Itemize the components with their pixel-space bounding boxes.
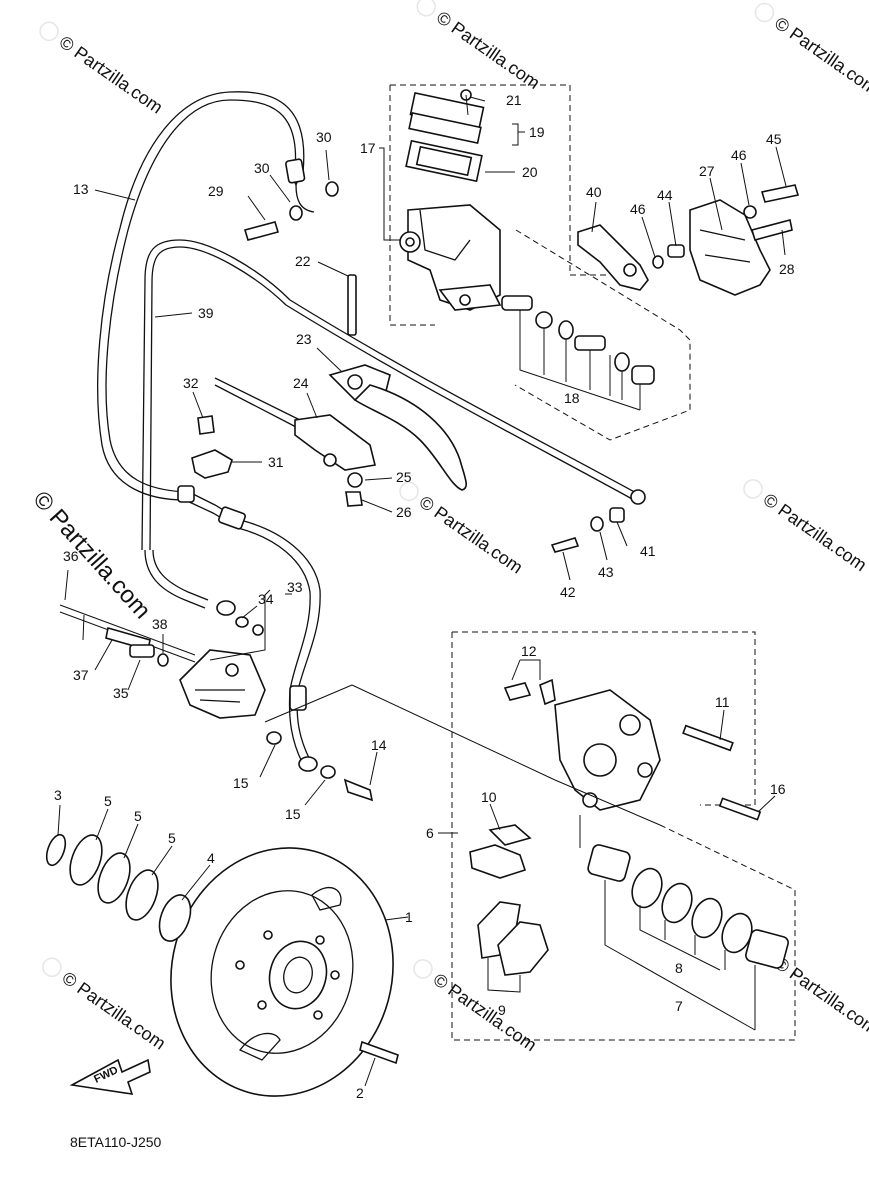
callout-18: 18 xyxy=(564,390,580,406)
callout-4: 4 xyxy=(207,850,215,866)
callout-46b: 46 xyxy=(630,201,646,217)
callout-30b: 30 xyxy=(316,129,332,145)
callout-35: 35 xyxy=(113,685,129,701)
figure-code: 8ETA110-J250 xyxy=(70,1134,162,1150)
washer-30a xyxy=(289,205,303,221)
brake-hose-13 xyxy=(97,91,315,501)
callout-42: 42 xyxy=(560,584,576,600)
watermark-text: © Partzilla.com xyxy=(760,489,869,575)
watermark-text: © Partzilla.com xyxy=(58,968,169,1054)
washer-15a xyxy=(266,731,282,745)
watermark-text: © Partzilla.com xyxy=(56,32,167,118)
washer-15b xyxy=(320,765,336,779)
callout-30a: 30 xyxy=(254,160,270,176)
bracket-27 xyxy=(577,184,800,296)
callout-8: 8 xyxy=(675,960,683,976)
collar-41 xyxy=(609,507,625,523)
callout-41: 41 xyxy=(640,543,656,559)
callout-27: 27 xyxy=(699,163,715,179)
callout-31: 31 xyxy=(268,454,284,470)
callout-39: 39 xyxy=(198,305,214,321)
front-caliper-group xyxy=(451,631,796,1041)
watermark-text: © Partzilla.com xyxy=(433,7,544,93)
callout-44: 44 xyxy=(657,187,673,203)
cable-39 xyxy=(141,239,646,609)
brake-disc-1 xyxy=(170,847,394,1097)
seal-4 xyxy=(158,894,192,942)
brake-hose-lower xyxy=(177,485,321,772)
callout-32: 32 xyxy=(183,375,199,391)
piston-kit-18 xyxy=(501,295,655,411)
circlip-3 xyxy=(45,833,67,867)
callout-12: 12 xyxy=(521,643,537,659)
callout-6: 6 xyxy=(426,825,434,841)
callout-14: 14 xyxy=(371,737,387,753)
callout-15a: 15 xyxy=(233,775,249,791)
callout-7: 7 xyxy=(675,998,683,1014)
callout-34: 34 xyxy=(258,591,274,607)
watermark-text: © Partzilla.com xyxy=(771,953,869,1039)
washer-43 xyxy=(590,516,604,532)
callout-5c: 5 xyxy=(168,830,176,846)
callout-26: 26 xyxy=(396,504,412,520)
callout-16: 16 xyxy=(770,781,786,797)
callout-1: 1 xyxy=(405,909,413,925)
bolt-42 xyxy=(550,537,580,553)
callout-21: 21 xyxy=(506,92,522,108)
bolt-14 xyxy=(343,778,374,802)
callout-15b: 15 xyxy=(285,806,301,822)
callout-25: 25 xyxy=(396,469,412,485)
callout-17: 17 xyxy=(360,140,376,156)
callout-36: 36 xyxy=(63,548,79,564)
callout-2: 2 xyxy=(356,1085,364,1101)
ring-5c xyxy=(125,869,159,921)
callout-5b: 5 xyxy=(134,808,142,824)
callout-19: 19 xyxy=(529,124,545,140)
callout-40: 40 xyxy=(586,184,602,200)
callout-22: 22 xyxy=(295,253,311,269)
master-cylinder-group xyxy=(389,84,691,441)
callout-labels: 1 2 3 4 5 5 5 6 7 8 9 10 11 12 13 14 15 … xyxy=(54,92,795,1101)
callout-24: 24 xyxy=(293,375,309,391)
callout-9: 9 xyxy=(498,1002,506,1018)
watermark-text: © Partzilla.com xyxy=(771,13,869,99)
callout-43: 43 xyxy=(598,564,614,580)
leader-lines xyxy=(57,96,787,1087)
callout-10: 10 xyxy=(481,789,497,805)
callout-29: 29 xyxy=(208,183,224,199)
callout-45: 45 xyxy=(766,131,782,147)
bolt-29 xyxy=(243,221,280,241)
watermark-text: © Partzilla.com xyxy=(430,969,541,1055)
fwd-arrow: FWD xyxy=(69,1058,151,1095)
callout-3: 3 xyxy=(54,787,62,803)
callout-37: 37 xyxy=(73,667,89,683)
callout-11: 11 xyxy=(715,694,730,710)
lever-assembly xyxy=(191,274,467,507)
callout-13: 13 xyxy=(73,181,89,197)
callout-23: 23 xyxy=(296,331,312,347)
callout-28: 28 xyxy=(779,261,795,277)
callout-46a: 46 xyxy=(731,147,747,163)
key-2 xyxy=(359,1040,399,1065)
ring-5b xyxy=(97,852,131,904)
ring-5a xyxy=(69,834,103,886)
washer-30b xyxy=(325,181,339,197)
watermark-text: © Partzilla.com xyxy=(416,492,527,578)
callout-38: 38 xyxy=(152,616,168,632)
callout-20: 20 xyxy=(522,164,538,180)
callout-33: 33 xyxy=(287,579,303,595)
side-watermark: © Partzilla.com xyxy=(28,486,156,624)
small-caliper xyxy=(59,589,271,719)
callout-5a: 5 xyxy=(104,793,112,809)
